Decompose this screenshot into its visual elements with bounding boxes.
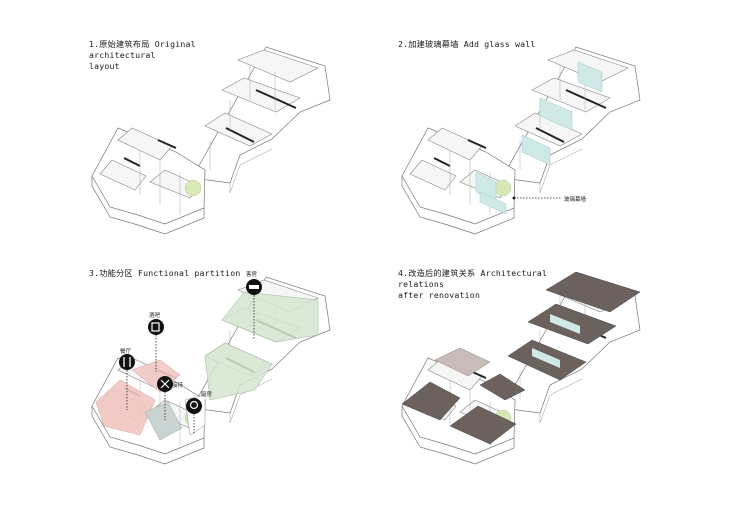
building-original	[91, 46, 331, 235]
kitchen-label: 厨房	[201, 392, 213, 398]
panel-2-title: 2.加建玻璃幕墙 Add glass wall	[398, 39, 536, 49]
restaurant-label: 餐厅	[120, 349, 132, 355]
panel-4-title: 4.改造后的建筑关系 Architectural relations after…	[398, 268, 548, 300]
bar-label: 酒吧	[149, 313, 161, 319]
panel-1-title: 1.原始建筑布局 Original architectural layout	[89, 39, 196, 71]
panel-3-title: 3.功能分区 Functional partition	[89, 268, 241, 278]
cup-icon	[148, 319, 164, 335]
building-after-renovation	[401, 271, 641, 465]
guest-room-label: 客房	[246, 272, 258, 278]
building-glass-wall	[401, 46, 641, 235]
building-functional-partition	[91, 276, 331, 465]
reception-label: 接待	[172, 383, 184, 389]
chef-icon	[186, 398, 202, 414]
glass-wall-label: 玻璃幕墙	[564, 197, 587, 203]
fork-knife-icon	[119, 354, 135, 370]
partition-markers	[119, 279, 262, 435]
